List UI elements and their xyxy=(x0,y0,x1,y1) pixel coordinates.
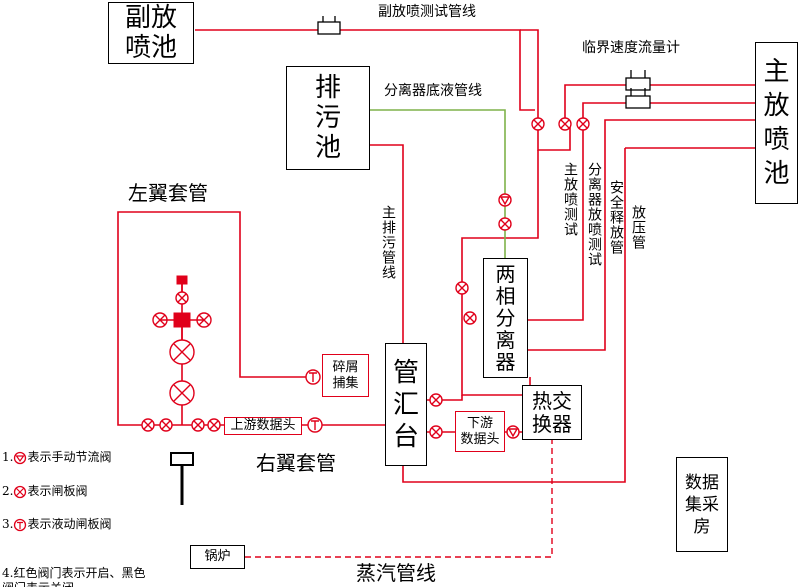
flowmeter-icon xyxy=(625,88,651,109)
gate-valve-icon xyxy=(207,418,221,432)
legend-item-color-note: 4.红色阀门表示开启、黑色 阀门表示关闭 xyxy=(2,551,145,587)
boiler: 锅炉 xyxy=(190,545,245,569)
manual-throttle-valve-icon xyxy=(498,193,512,207)
manifold: 管 汇 台 xyxy=(385,343,427,466)
gate-valve-icon xyxy=(175,291,189,305)
safety-relief-pipe xyxy=(528,124,606,351)
flowmeter-icon xyxy=(625,70,651,91)
flowmeter-icon xyxy=(317,16,341,35)
steam-pipe xyxy=(245,440,553,558)
secondary-test-line-label: 副放喷测试管线 xyxy=(378,4,476,20)
gate-valve-icon xyxy=(429,425,443,439)
hydraulic-gate-valve-icon xyxy=(305,369,321,385)
separator-bottom-line xyxy=(370,109,506,258)
downstream-data-head: 下游 数据头 xyxy=(455,411,505,452)
gate-valve-icon xyxy=(463,311,477,325)
gate-valve-icon xyxy=(455,281,469,295)
gate-valve-icon xyxy=(429,393,443,407)
separator-blowout-test-pipe xyxy=(528,124,584,321)
secondary-branch-down xyxy=(520,29,571,151)
legend-text: 红色阀门表示开启、黑色 阀门表示关闭 xyxy=(2,566,146,587)
hydraulic-gate-valve-icon xyxy=(307,417,323,433)
flowmeter-line-top xyxy=(564,84,755,124)
manual-throttle-valve-icon xyxy=(506,425,520,439)
gate-valve-icon xyxy=(558,117,572,131)
right-wing-casing-label: 右翼套管 xyxy=(256,451,336,475)
heat-exchanger: 热交 换器 xyxy=(522,385,582,440)
upstream-data-head: 上游数据头 xyxy=(224,417,302,435)
manual-throttle-valve-icon xyxy=(14,451,27,464)
legend-number: 1. xyxy=(2,450,14,464)
gate-valve-icon xyxy=(531,117,545,131)
main-drain-line-label: 主排污管线 xyxy=(380,205,396,280)
wellhead xyxy=(160,275,204,340)
main-blowout-test-pipe xyxy=(461,150,539,396)
secondary-blowout-pool: 副放 喷池 xyxy=(108,2,194,64)
debris-catcher: 碎屑 捕集 xyxy=(322,354,369,397)
main-blowout-test-label: 主放喷测试 xyxy=(562,162,578,237)
main-blowout-pool: 主 放 喷 池 xyxy=(755,42,798,204)
sewage-pool: 排 污 池 xyxy=(286,66,370,170)
pressure-release-pipe xyxy=(402,148,626,483)
steam-line-label: 蒸汽管线 xyxy=(356,561,436,585)
legend-item-manual-throttle: 1. 表示手动节流阀 xyxy=(2,450,111,465)
gate-valve-icon xyxy=(191,418,205,432)
legend-number: 3. xyxy=(2,517,14,531)
legend-number: 4. xyxy=(2,566,14,580)
pressure-release-line-label: 放压管 xyxy=(630,205,646,250)
legend-text: 表示液动闸板阀 xyxy=(27,517,112,531)
gate-valve-icon xyxy=(576,117,590,131)
casing-head xyxy=(170,452,194,505)
gate-valve-icon xyxy=(498,217,512,231)
separator-blowout-test-label: 分离器放喷测试 xyxy=(586,162,602,267)
left-wing-casing-label: 左翼套管 xyxy=(128,181,208,205)
gate-valve-icon xyxy=(169,380,195,406)
data-acquisition-room: 数据 集采 房 xyxy=(676,457,728,552)
legend-item-hydraulic-gate-valve: 3. 表示液动闸板阀 xyxy=(2,517,111,532)
critical-flowmeter-label: 临界速度流量计 xyxy=(582,40,680,56)
gate-valve-icon xyxy=(169,339,195,365)
left-wing-pipe xyxy=(117,211,320,426)
hydraulic-gate-valve-icon xyxy=(14,518,27,531)
main-pool-line-3 xyxy=(604,119,755,124)
legend-item-gate-valve: 2. 表示闸板阀 xyxy=(2,484,87,499)
separator-bottom-line-label: 分离器底液管线 xyxy=(384,83,482,99)
legend-number: 2. xyxy=(2,484,14,498)
gate-valve-icon xyxy=(141,418,155,432)
two-phase-separator: 两 相 分 离 器 xyxy=(483,258,528,378)
gate-valve-icon xyxy=(14,485,27,498)
legend-text: 表示闸板阀 xyxy=(27,484,88,498)
safety-relief-line-label: 安全释放管 xyxy=(608,180,624,255)
gate-valve-icon xyxy=(159,418,173,432)
secondary-test-pipe xyxy=(195,29,535,111)
main-drain-pipe xyxy=(370,144,404,343)
legend-text: 表示手动节流阀 xyxy=(27,450,112,464)
flowmeter-line-bottom xyxy=(582,102,755,124)
